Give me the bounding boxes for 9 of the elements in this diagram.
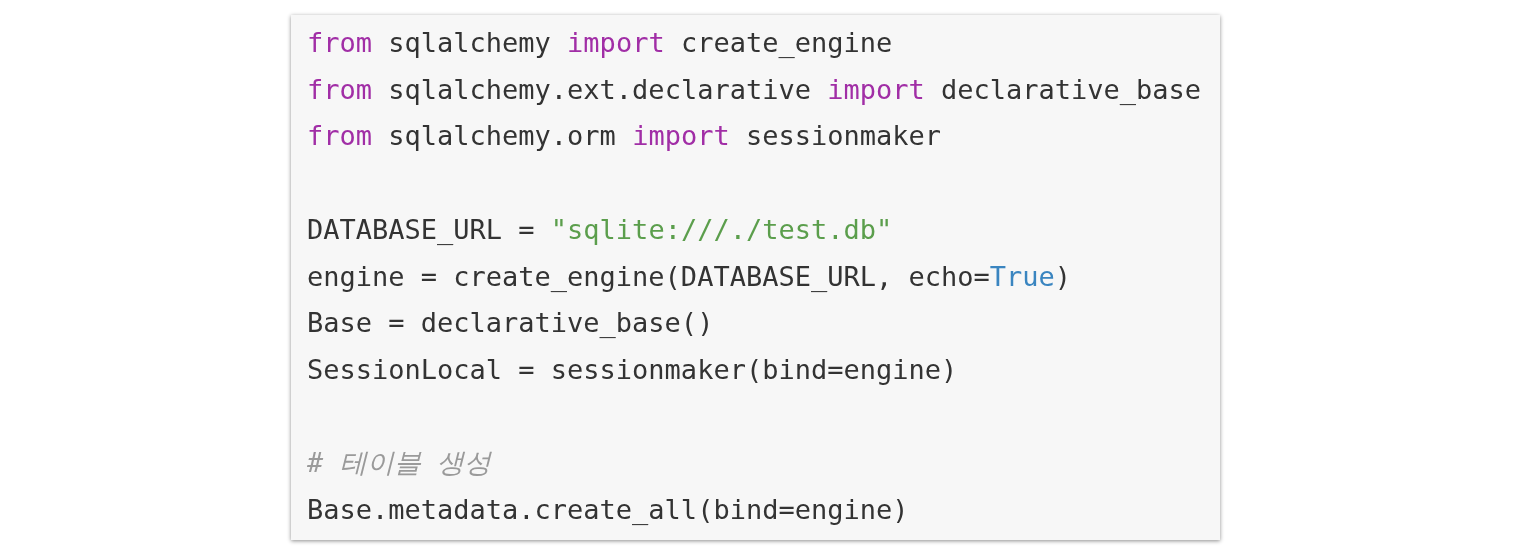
code-line: Base.metadata.create_all(bind=engine): [307, 494, 909, 526]
code-line: engine = create_engine(DATABASE_URL, echo=True): [307, 260, 1072, 293]
code-line: # 테이블 생성: [307, 447, 491, 480]
code-line: SessionLocal = sessionmaker(bind=engine): [307, 353, 958, 386]
code-line: from sqlalchemy import create_engine: [307, 27, 893, 59]
code-line: from sqlalchemy.orm import sessionmaker: [307, 120, 941, 153]
code-line: from sqlalchemy.ext.declarative import declarative_base: [307, 73, 1202, 106]
code-line: Base = declarative_base(): [307, 307, 714, 340]
code-line: DATABASE_URL = "sqlite:///./test.db": [307, 213, 893, 246]
